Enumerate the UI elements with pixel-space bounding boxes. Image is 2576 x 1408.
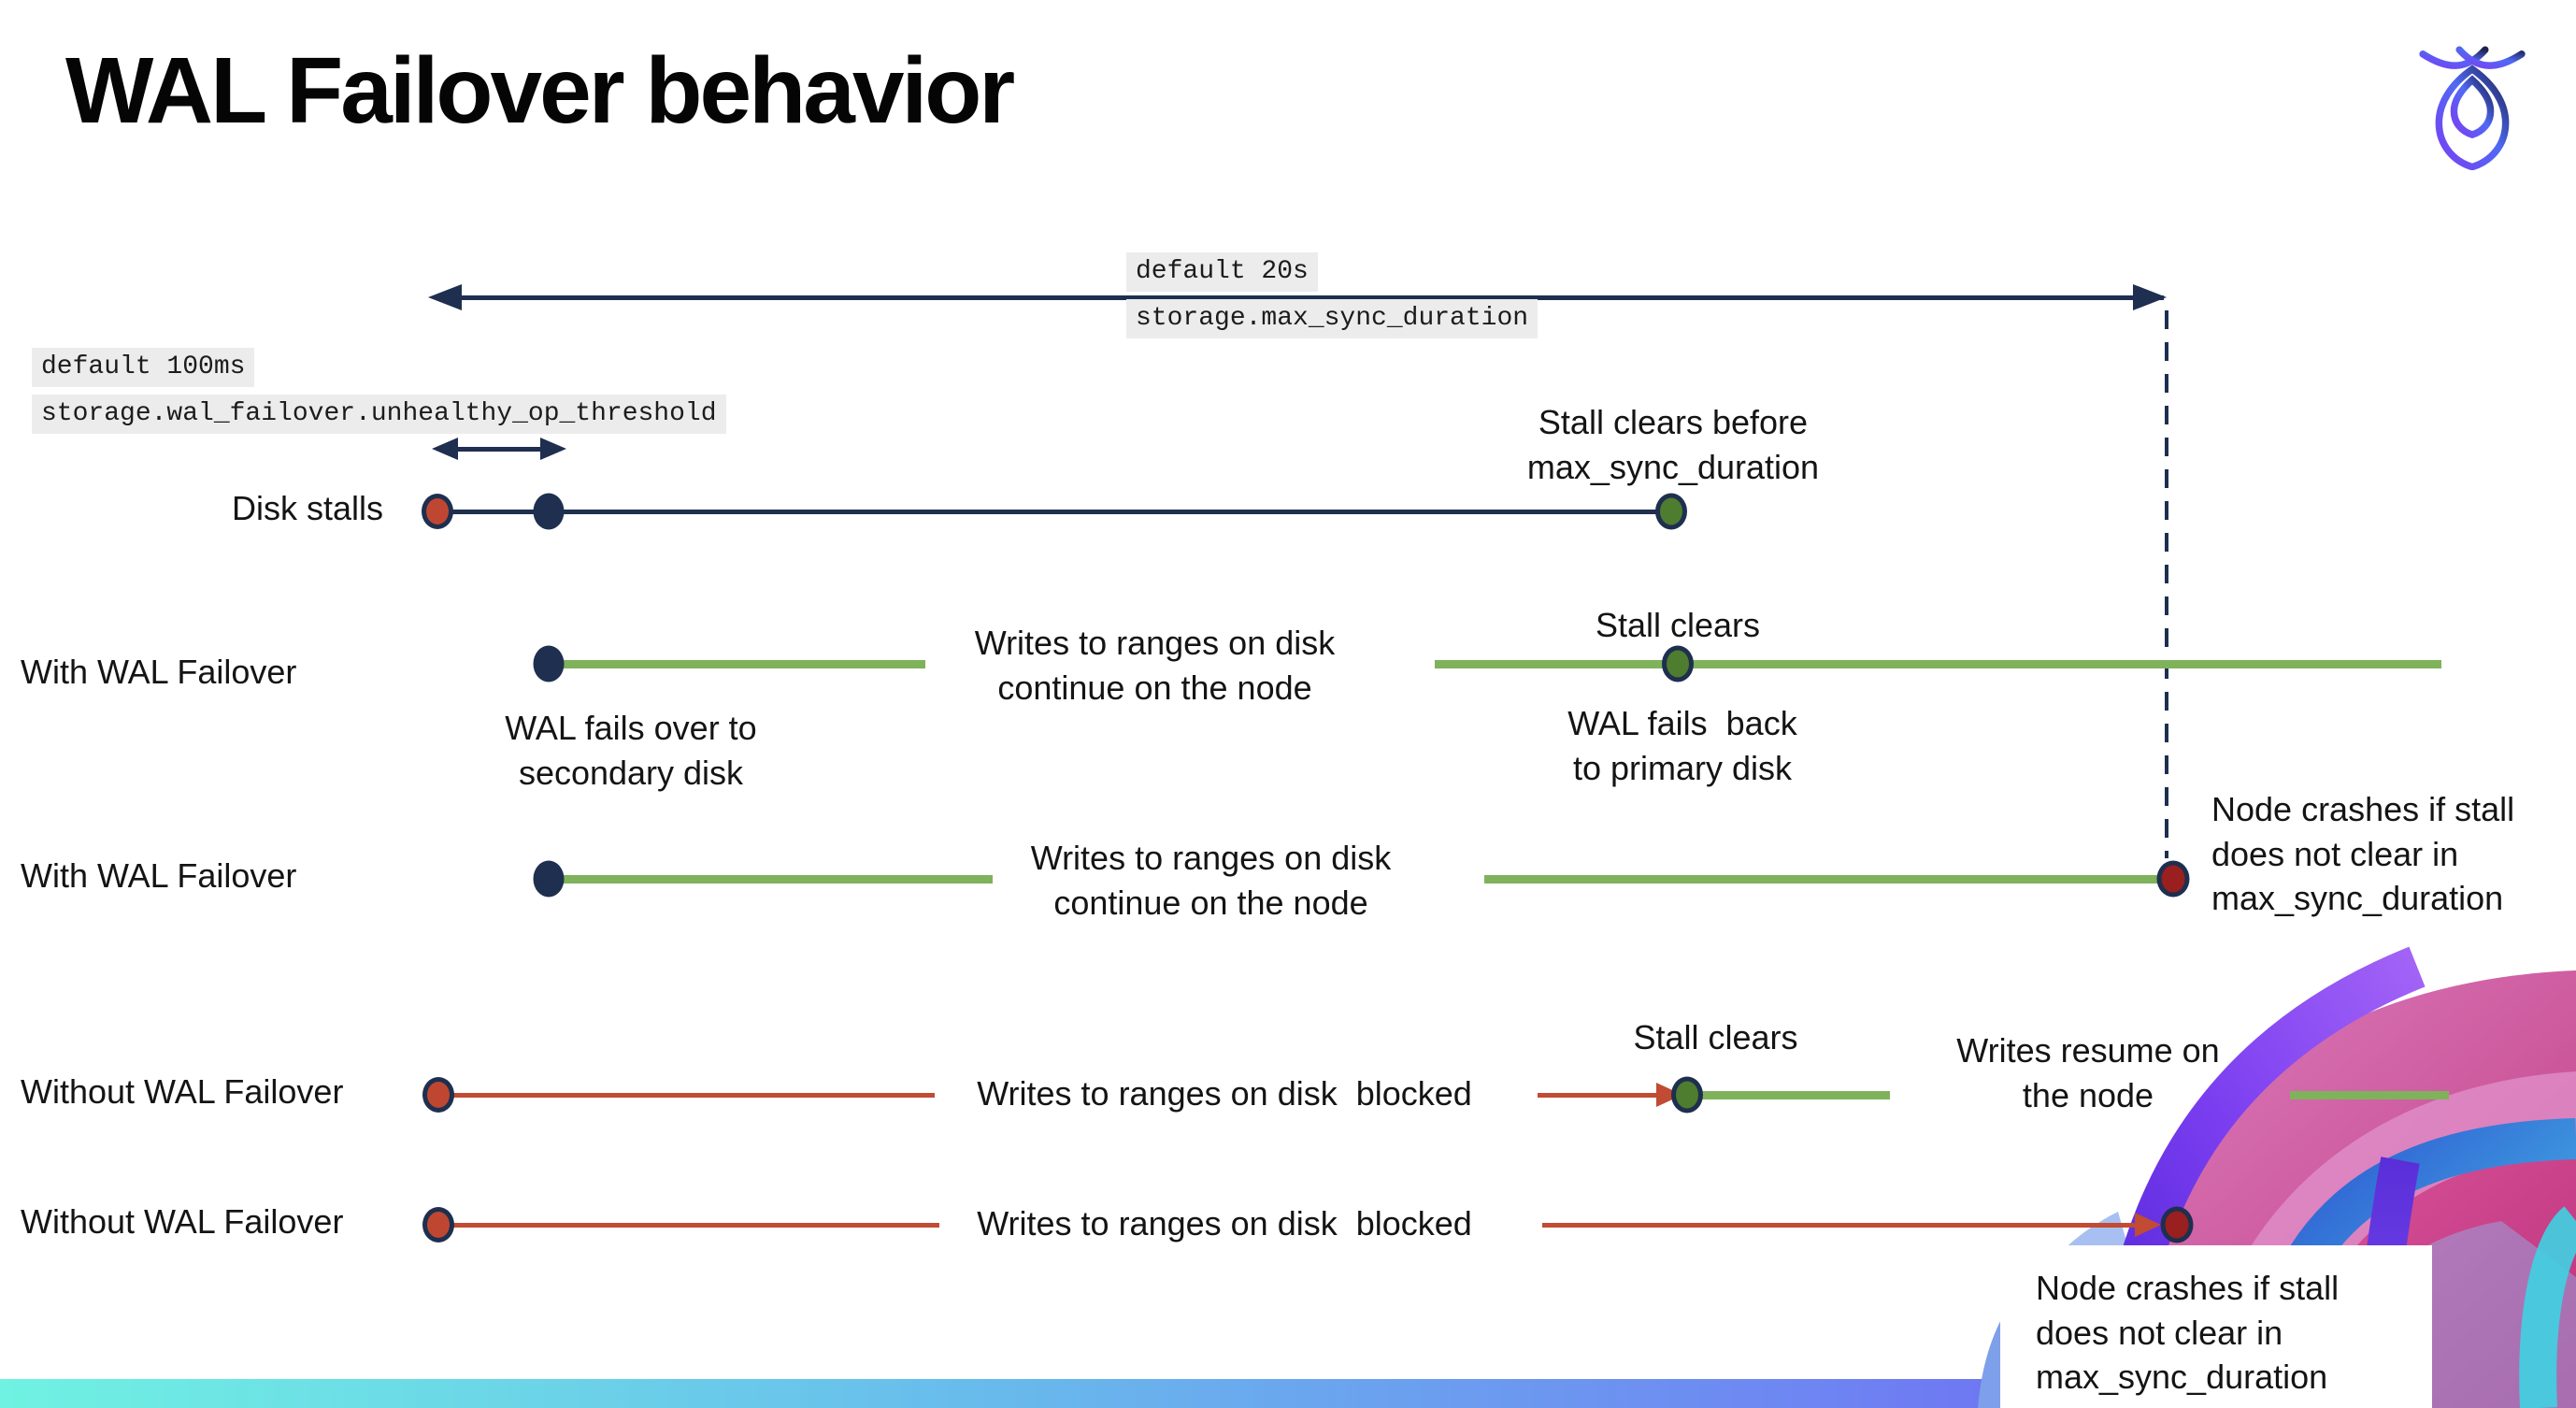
- writes-blocked-line: [452, 1093, 935, 1098]
- writes-continue-text: Writes to ranges on disk continue on the…: [974, 624, 1336, 707]
- writes-resume-line: [2290, 1091, 2449, 1099]
- writes-blocked-text: Writes to ranges on disk blocked: [977, 1074, 1472, 1113]
- row-label-with-wal-failover-1: With WAL Failover: [21, 653, 297, 691]
- stall-start-dot: [422, 494, 453, 529]
- stall-clears-dot: [1671, 1076, 1703, 1113]
- writes-resume-line: [1701, 1091, 1890, 1099]
- row-label-without-wal-failover-1: Without WAL Failover: [21, 1072, 344, 1111]
- failover-dot: [533, 860, 565, 898]
- writes-continue-line: [561, 875, 993, 884]
- stall-clears-dot: [1655, 493, 1687, 530]
- node-crash-dot: [2160, 1206, 2194, 1243]
- arrowhead-left-icon: [432, 438, 458, 460]
- fails-over-text: WAL fails over to secondary disk: [505, 709, 757, 792]
- arrowhead-left-icon: [428, 284, 462, 310]
- max-sync-callout: default 20s storage.max_sync_duration: [1126, 252, 1538, 346]
- writes-continue-line: [561, 660, 925, 668]
- max-sync-duration-arrow-line: [439, 295, 2164, 300]
- node-crashes-text: Node crashes if stall does not clear in …: [2211, 790, 2515, 918]
- max-sync-default-label: default 20s: [1126, 252, 1318, 292]
- row-label-with-wal-failover-2: With WAL Failover: [21, 856, 297, 895]
- page-title: WAL Failover behavior: [65, 38, 1015, 143]
- stall-clears-before-text: Stall clears before max_sync_duration: [1526, 403, 1820, 486]
- unhealthy-op-threshold-callout: default 100ms storage.wal_failover.unhea…: [32, 348, 726, 441]
- row-label-without-wal-failover-2: Without WAL Failover: [21, 1202, 344, 1241]
- node-crashes-card: Node crashes if stall does not clear in …: [2000, 1245, 2432, 1408]
- threshold-setting-label: storage.wal_failover.unhealthy_op_thresh…: [32, 395, 726, 434]
- writes-continue-text: Writes to ranges on disk continue on the…: [1030, 839, 1392, 922]
- disk-stall-timeline-line: [437, 510, 1671, 514]
- arrowhead-right-icon: [2135, 1213, 2161, 1237]
- threshold-arrow-line: [447, 447, 551, 452]
- writes-blocked-line: [1538, 1093, 1656, 1098]
- arrowhead-right-icon: [2133, 284, 2167, 310]
- fails-back-text: WAL fails back to primary disk: [1567, 704, 1797, 787]
- stall-start-dot: [422, 1077, 454, 1113]
- cockroachdb-logo-icon: [2419, 46, 2526, 170]
- threshold-default-label: default 100ms: [32, 348, 255, 387]
- writes-continue-line: [1435, 660, 2441, 668]
- row-label-disk-stalls: Disk stalls: [231, 489, 383, 527]
- max-sync-deadline-dashed-line: [2165, 310, 2168, 858]
- max-sync-setting-label: storage.max_sync_duration: [1126, 299, 1538, 338]
- stall-clears-text: Stall clears: [1595, 606, 1761, 644]
- failover-dot: [533, 645, 565, 682]
- stall-start-dot: [422, 1207, 454, 1243]
- node-crashes-text: Node crashes if stall does not clear in …: [2036, 1269, 2340, 1397]
- stall-clears-text: Stall clears: [1633, 1018, 1798, 1056]
- stall-clears-dot: [1662, 645, 1694, 682]
- writes-resume-text: Writes resume on the node: [1956, 1031, 2220, 1114]
- writes-blocked-line: [1542, 1223, 2135, 1228]
- arrowhead-right-icon: [540, 438, 566, 460]
- writes-blocked-line: [452, 1223, 939, 1228]
- threshold-reached-dot: [533, 493, 565, 530]
- node-crash-dot: [2156, 860, 2190, 898]
- writes-blocked-text: Writes to ranges on disk blocked: [977, 1204, 1472, 1243]
- writes-continue-line: [1484, 875, 2159, 884]
